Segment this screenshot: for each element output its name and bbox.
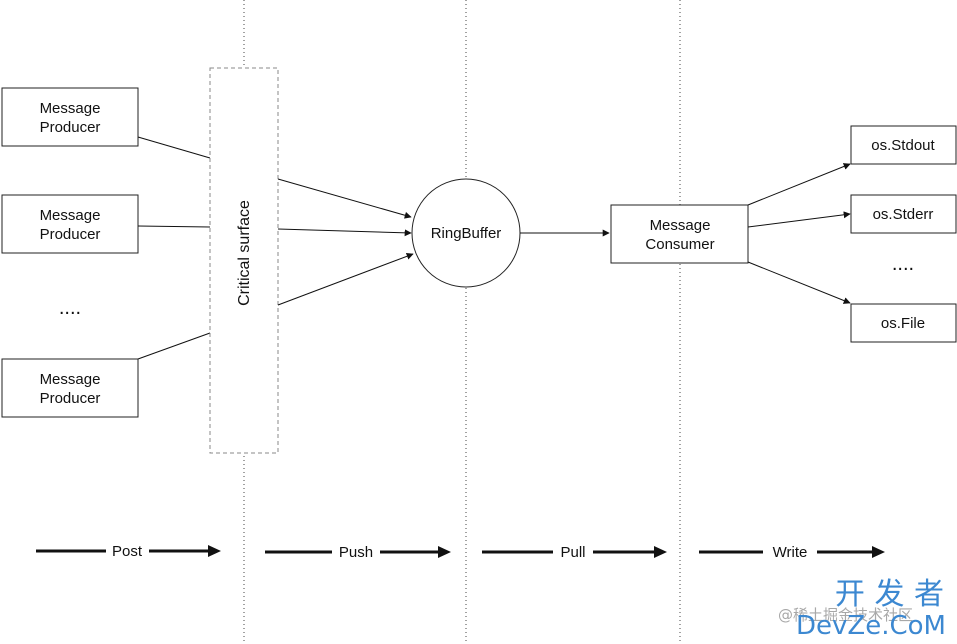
ringbuffer-node: RingBuffer [411, 178, 521, 288]
stage-label: Push [339, 544, 373, 561]
watermark-brand: DevZe.CoM [796, 611, 946, 641]
write-arrow-file [747, 261, 851, 304]
write-arrow-stdout [747, 163, 851, 206]
stage-pull: Pull [482, 544, 667, 561]
write-arrow-stderr [747, 211, 851, 228]
output-label: os.Stdout [871, 137, 935, 154]
producer-1-link [137, 136, 211, 159]
stage-push: Push [265, 544, 451, 561]
producer-label-line1: Message [40, 207, 101, 224]
stage-label: Pull [560, 544, 585, 561]
producer-box-1: Message Producer [1, 87, 139, 147]
output-box-file: os.File [850, 303, 957, 343]
producer-label-line2: Producer [40, 119, 101, 136]
producer-ellipsis: .... [59, 297, 81, 319]
stage-label: Post [112, 543, 143, 560]
push-arrow-2 [277, 228, 412, 237]
output-ellipsis: .... [892, 253, 914, 275]
consumer-label-line2: Consumer [645, 236, 714, 253]
stage-label: Write [773, 544, 808, 561]
output-label: os.File [881, 315, 925, 332]
stage-write: Write [699, 544, 885, 561]
stage-post: Post [36, 543, 221, 560]
producer-label-line2: Producer [40, 226, 101, 243]
push-arrow-3 [277, 252, 414, 306]
producer-label-line2: Producer [40, 390, 101, 407]
producer-label-line1: Message [40, 371, 101, 388]
critical-surface-label: Critical surface [236, 200, 253, 306]
watermark: 开 发 者 @稀土掘金技术社区 DevZe.CoM [778, 577, 946, 641]
producer-2-link [137, 225, 211, 228]
consumer-label-line1: Message [650, 217, 711, 234]
watermark-chinese: 开 发 者 [835, 577, 944, 612]
consumer-box: Message Consumer [610, 204, 749, 264]
producer-box-2: Message Producer [1, 194, 139, 254]
output-box-stdout: os.Stdout [850, 125, 957, 165]
producer-box-3: Message Producer [1, 358, 139, 418]
output-box-stderr: os.Stderr [850, 194, 957, 234]
producer-label-line1: Message [40, 100, 101, 117]
critical-surface: Critical surface [209, 67, 279, 454]
producer-3-link [137, 332, 211, 360]
ringbuffer-label: RingBuffer [431, 225, 502, 242]
push-arrow-1 [277, 178, 412, 219]
output-label: os.Stderr [873, 206, 934, 223]
watermark-handle: @稀土掘金技术社区 [778, 606, 913, 624]
